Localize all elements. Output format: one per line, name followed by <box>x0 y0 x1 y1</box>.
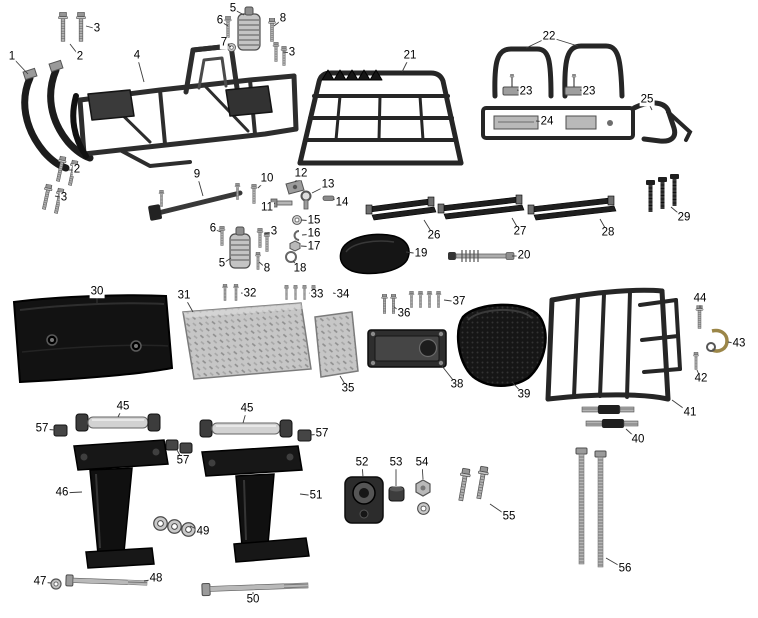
part-38-mount-plate <box>367 329 447 368</box>
fastener-set-36 <box>381 294 397 314</box>
part-55-bolts <box>455 465 490 502</box>
part-4-main-frame <box>70 43 299 168</box>
part-57-bushings <box>53 424 312 454</box>
part-52-bearing-housing <box>344 476 384 524</box>
part-49-washers <box>153 516 196 537</box>
part-53-spacer <box>388 486 405 502</box>
part-48-long-bolt <box>65 574 148 587</box>
fastener-set-37 <box>408 291 442 308</box>
part-5-shock-absorber-mid <box>229 226 251 269</box>
fastener-set-33-34 <box>283 285 317 300</box>
part-23-brackets <box>502 74 586 96</box>
part-35-heel-plate <box>314 311 359 378</box>
part-22-rack-hoops <box>492 43 625 99</box>
part-56-long-studs <box>575 447 607 568</box>
part-10-to-18-linkage-fasteners <box>250 179 335 263</box>
part-42-bolt <box>692 352 700 370</box>
part-26-footrest-rail <box>365 196 437 221</box>
part-31-floorboard-plate <box>182 302 312 380</box>
part-20-tie-rod <box>448 250 515 262</box>
part-30-fabric-panel <box>12 294 174 384</box>
part-28-footrest-rail <box>527 195 617 221</box>
part-50-long-bolt <box>201 582 309 597</box>
part-25-side-loop <box>631 100 693 144</box>
fastener-set-32 <box>222 284 239 301</box>
part-46-swing-bracket <box>73 439 169 569</box>
part-43-hook <box>706 328 729 353</box>
part-45-roller-lower <box>199 419 293 438</box>
part-41-rear-rack <box>545 287 682 402</box>
part-9-shift-lever <box>148 183 243 221</box>
part-51-swing-bracket <box>201 445 310 563</box>
part-19-seat-pad <box>339 233 410 275</box>
fastener-set-2-3-top <box>58 12 86 42</box>
part-47-nut <box>50 578 62 590</box>
part-40-link-rods <box>581 405 639 428</box>
part-27-footrest-rail <box>437 194 525 220</box>
part-24-rack-crossbar <box>481 106 635 140</box>
part-44-bolt <box>695 305 704 329</box>
part-39-seat-base <box>456 303 547 387</box>
part-54-nut-washer <box>415 479 431 515</box>
part-21-front-rack <box>297 69 464 166</box>
part-29-bolts <box>646 174 679 213</box>
part-5-shock-absorber-top <box>237 6 261 51</box>
